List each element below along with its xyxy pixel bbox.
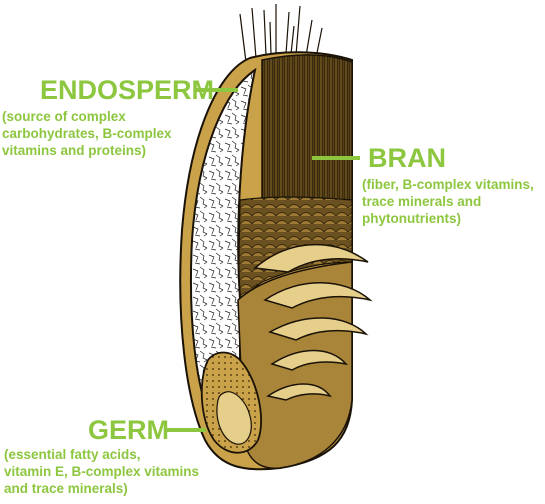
endosperm-desc-line-1: (source of complex	[2, 108, 172, 125]
bran-desc-line-2: trace minerals and	[362, 193, 534, 210]
germ-desc-line-2: vitamin E, B-complex vitamins	[4, 463, 199, 480]
germ-desc-line-3: and trace minerals)	[4, 480, 199, 497]
germ-description: (essential fatty acids, vitamin E, B-com…	[4, 446, 199, 497]
bran-desc-line-1: (fiber, B-complex vitamins,	[362, 176, 534, 193]
bran-desc-line-3: phytonutrients)	[362, 210, 534, 227]
bran-description: (fiber, B-complex vitamins, trace minera…	[362, 176, 534, 227]
germ-desc-line-1: (essential fatty acids,	[4, 446, 199, 463]
endosperm-description: (source of complex carbohydrates, B-comp…	[2, 108, 172, 159]
endosperm-desc-line-3: vitamins and proteins)	[2, 142, 172, 159]
germ-leader-line	[166, 428, 206, 432]
bran-title: BRAN	[368, 144, 446, 172]
bran-leader-line	[312, 156, 360, 160]
germ-title: GERM	[88, 416, 169, 444]
endosperm-desc-line-2: carbohydrates, B-complex	[2, 125, 172, 142]
endosperm-leader-line	[196, 88, 238, 92]
endosperm-title: ENDOSPERM	[40, 76, 214, 104]
